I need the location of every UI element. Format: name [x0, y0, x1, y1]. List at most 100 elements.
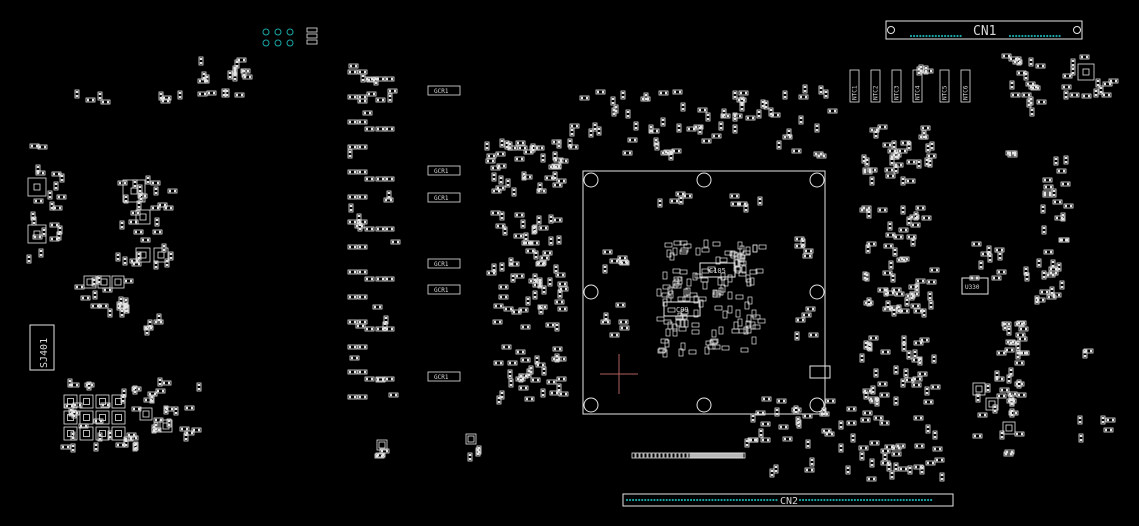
pad-fill [382, 127, 384, 131]
gcr-chip-2[interactable]: GCR1 [427, 165, 461, 176]
pad-fill [904, 149, 906, 153]
pad-fill [913, 383, 915, 387]
pad-fill [822, 409, 826, 411]
pad-fill [51, 237, 53, 241]
pad-fill [564, 307, 566, 311]
pad-fill [164, 203, 166, 207]
pad [756, 109, 762, 119]
pad-fill [733, 92, 737, 94]
pad-fill [549, 251, 551, 255]
pad [928, 300, 934, 310]
gcr-chip-6[interactable]: GCR1 [427, 371, 461, 382]
pad-fill [677, 192, 679, 196]
pad-fill [382, 98, 384, 102]
pad-fill [357, 215, 361, 217]
cn2-pin [632, 498, 635, 502]
core-pad [729, 251, 738, 257]
pad-fill [892, 313, 896, 315]
pad-fill [860, 359, 864, 361]
pad-fill [154, 266, 158, 268]
pad [467, 452, 473, 462]
pad [1100, 415, 1106, 425]
gcr-chip-4[interactable]: GCR1 [427, 258, 461, 269]
gcr-chip-3[interactable]: GCR1 [427, 192, 461, 203]
pad [996, 350, 1007, 356]
pad-fill [517, 350, 519, 354]
pad-fill [607, 320, 609, 324]
pad-fill [349, 120, 351, 124]
pad-fill [1012, 340, 1014, 344]
cn2-pin [859, 498, 863, 502]
pad [972, 382, 986, 396]
pad-fill [54, 183, 58, 185]
pad [885, 300, 891, 310]
pad-fill [925, 400, 927, 404]
main-package-outline[interactable]: C105 C99 [582, 170, 826, 415]
connector-cn2[interactable]: CN2 [622, 493, 954, 507]
tall-chip-label: NTC4 [915, 85, 922, 100]
cn2-pin [735, 498, 738, 502]
core-pad [672, 280, 678, 289]
pad [546, 379, 557, 385]
cn1-pin [940, 34, 944, 38]
pad-fill [62, 445, 64, 449]
connector-cn1[interactable]: CN1 [885, 20, 1083, 40]
tall-chip-5[interactable]: NTC5 [939, 69, 950, 103]
pad-fill [988, 259, 992, 261]
pad-fill [1044, 193, 1046, 197]
tall-chip-3[interactable]: NTC3 [891, 69, 902, 103]
pad-fill [1064, 74, 1066, 78]
pad-fill [922, 132, 926, 134]
pad-fill [354, 220, 356, 224]
tall-chip-4[interactable]: NTC4 [912, 69, 923, 103]
pad-fill [1071, 72, 1075, 74]
tall-chip-6[interactable]: NTC6 [960, 69, 971, 103]
pad-fill [559, 183, 561, 187]
pad-fill [1014, 392, 1016, 396]
pad [625, 109, 631, 119]
pad [491, 172, 497, 182]
gcr-chip-1[interactable]: GCR1 [427, 85, 461, 96]
pad-fill [875, 336, 877, 340]
pad-fill [568, 144, 572, 146]
pad-fill [828, 429, 830, 433]
pad-fill [731, 194, 733, 198]
cn1-pin [913, 34, 916, 38]
pad [164, 258, 170, 268]
pad [649, 128, 660, 134]
pad-fill [1060, 286, 1064, 288]
pad [885, 173, 896, 179]
component-sj401[interactable]: SJ401 [29, 324, 55, 371]
pad [552, 346, 563, 352]
tall-chip-2[interactable]: NTC2 [870, 69, 881, 103]
pad [558, 391, 569, 397]
pad-fill [247, 69, 249, 73]
gcr-chip-body [427, 85, 461, 96]
pad-fill [670, 150, 672, 154]
pad-fill [51, 223, 53, 227]
pad [556, 139, 562, 149]
core-pad [679, 240, 688, 246]
pad [901, 335, 907, 345]
pad-fill [500, 295, 502, 299]
pad-fill [917, 223, 919, 227]
pad-fill [917, 72, 921, 74]
pad [920, 125, 931, 131]
pad-fill [557, 141, 561, 143]
pad [891, 451, 902, 457]
pad [868, 335, 879, 341]
pad-fill [891, 168, 893, 172]
component-u330[interactable]: U330 [961, 277, 989, 295]
core-pad [757, 318, 766, 324]
tall-chip-1[interactable]: NTC1 [849, 69, 860, 103]
pad-fill [119, 181, 121, 185]
pad-fill [892, 174, 894, 178]
pad-fill [533, 226, 537, 228]
pad-fill [373, 78, 375, 82]
pad-fill [531, 146, 533, 150]
gcr-chip-5[interactable]: GCR1 [427, 284, 461, 295]
cn2-pin [798, 498, 802, 502]
pad-fill [349, 70, 351, 74]
pad-fill [485, 143, 489, 145]
